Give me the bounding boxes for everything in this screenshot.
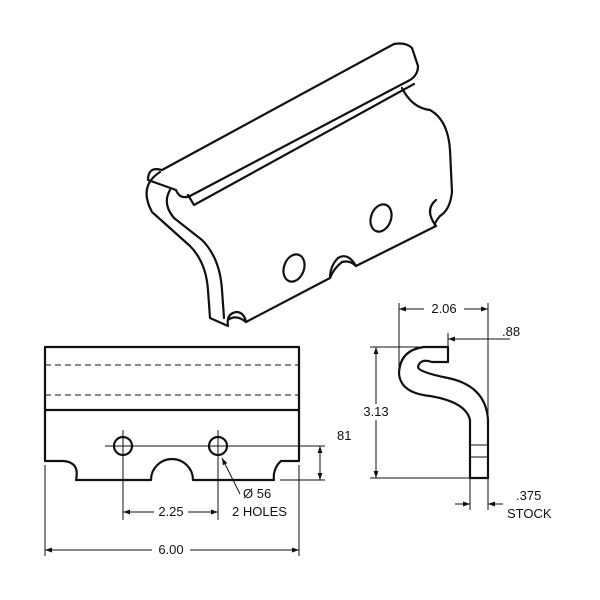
dim-holes-label: 2 HOLES (232, 504, 287, 519)
front-lower-body (43, 408, 301, 482)
dim-375-label: .375 (516, 488, 541, 503)
iso-hole-2 (369, 203, 393, 233)
front-view (43, 345, 325, 556)
side-view (370, 303, 490, 510)
dim-81-label: 81 (337, 428, 351, 443)
iso-curl-outer (145, 170, 212, 320)
iso-notch-mid (328, 255, 358, 280)
label-bg-225 (154, 504, 188, 520)
dim-stock-label: STOCK (507, 506, 552, 521)
front-top-band (43, 345, 301, 412)
iso-top-bar-edge (186, 82, 416, 207)
dim-206-label: 2.06 (431, 301, 456, 316)
iso-notch-left (208, 310, 248, 328)
label-bg-206 (424, 301, 464, 317)
iso-notch-right (428, 198, 438, 228)
iso-top-bar (146, 42, 420, 199)
iso-body-outline (226, 86, 454, 324)
label-bg-600 (152, 542, 190, 558)
dimension-labels: 2.06 .88 3.13 81 2.25 Ø 56 2 HOLES .375 … (152, 301, 552, 558)
side-profile (397, 345, 490, 480)
iso-curl-inner (165, 188, 226, 320)
dim-088-label: .88 (502, 324, 520, 339)
dim-dia-leader (221, 457, 241, 495)
dim-600-label: 6.00 (158, 542, 183, 557)
dim-dia-label: Ø 56 (243, 486, 271, 501)
label-bg-313 (360, 404, 392, 420)
dim-313-label: 3.13 (363, 404, 388, 419)
isometric-view (145, 42, 454, 328)
iso-hole-1 (282, 253, 306, 283)
dim-225-label: 2.25 (158, 504, 183, 519)
